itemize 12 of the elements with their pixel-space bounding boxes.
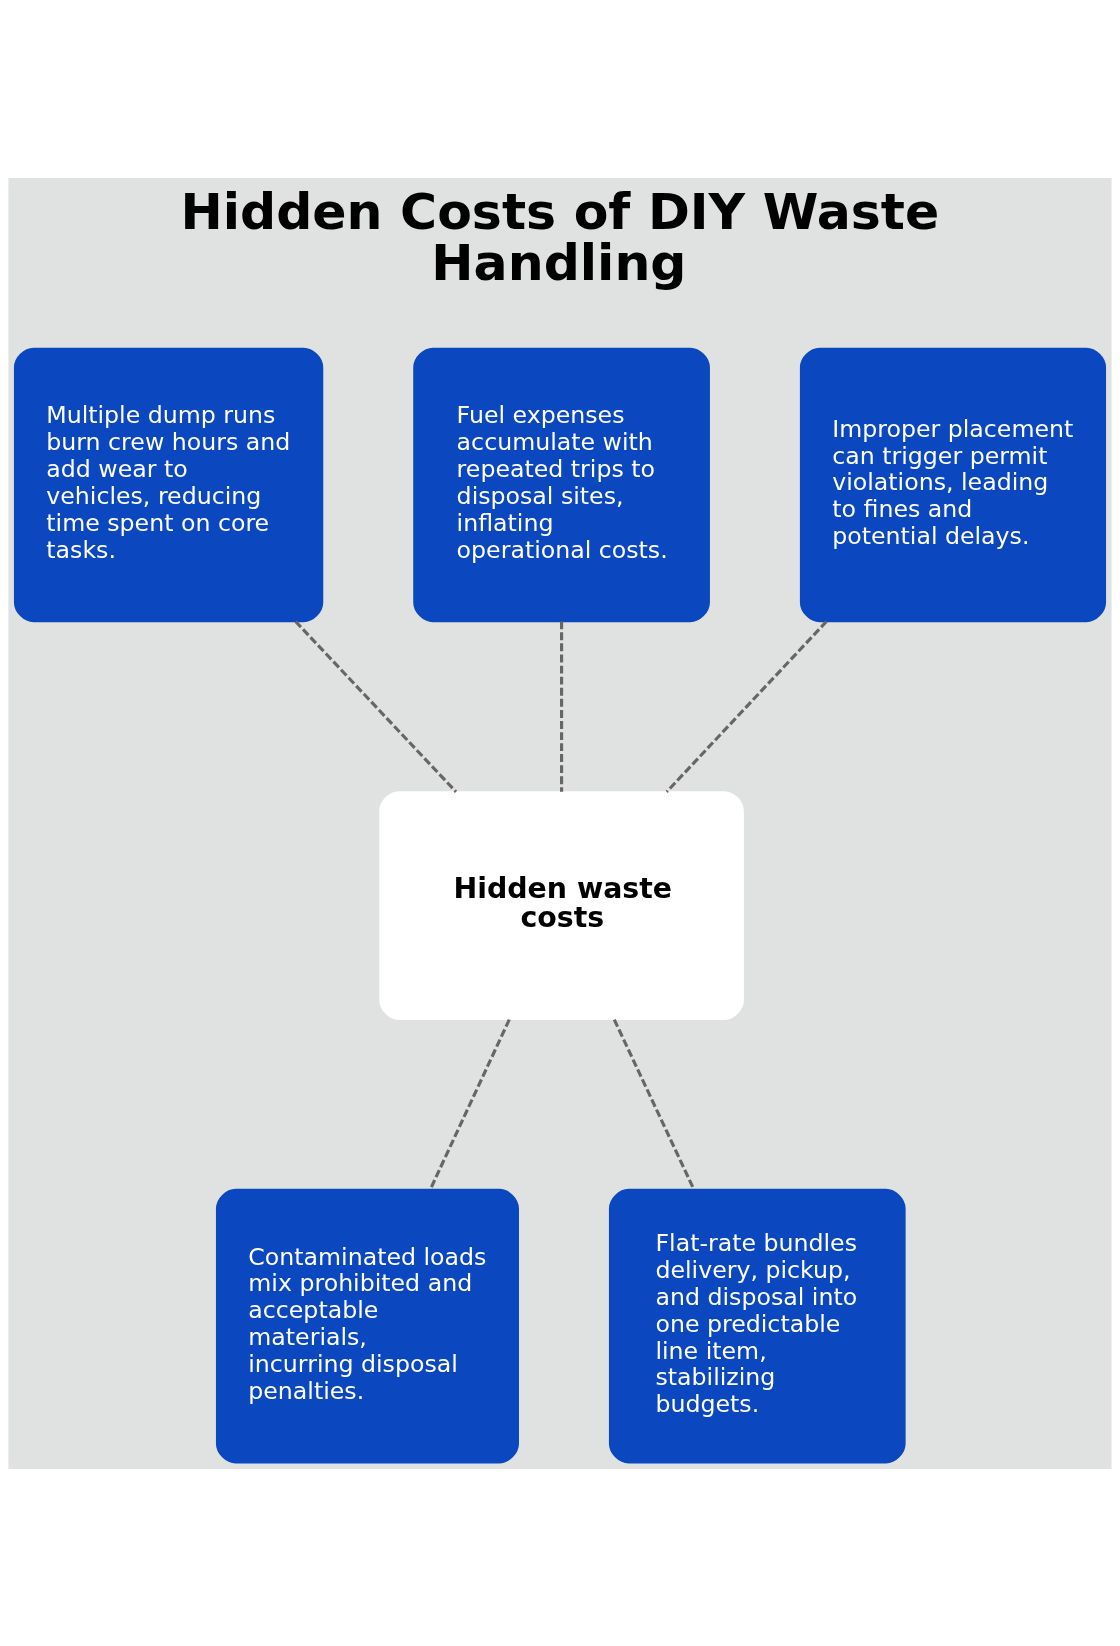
connector <box>429 1018 511 1190</box>
node-box: Multiple dump runs burn crew hours and add wear to vehicles, reducing time spent on core tasks. <box>13 347 324 622</box>
node-box: Contaminated loads mix prohibited and acceptable materials, incurring disposal penalties. <box>215 1188 519 1463</box>
node-box: Fuel expenses accumulate with repeated trips to disposal sites, inflating operational costs. <box>413 347 710 622</box>
node-box: Flat-rate bundles delivery, pickup, and disposal into one predictable line item, stabilizing budgets. <box>608 1188 906 1463</box>
node-box: Improper placement can trigger permit violations, leading to fines and potential delays. <box>799 347 1107 622</box>
connector <box>665 619 828 793</box>
connector <box>294 619 458 793</box>
connector <box>560 621 564 792</box>
diagram-title: Hidden Costs of DIY Waste Handling <box>180 181 940 292</box>
node-box: Hidden waste costs <box>379 790 744 1020</box>
connector <box>612 1018 696 1190</box>
